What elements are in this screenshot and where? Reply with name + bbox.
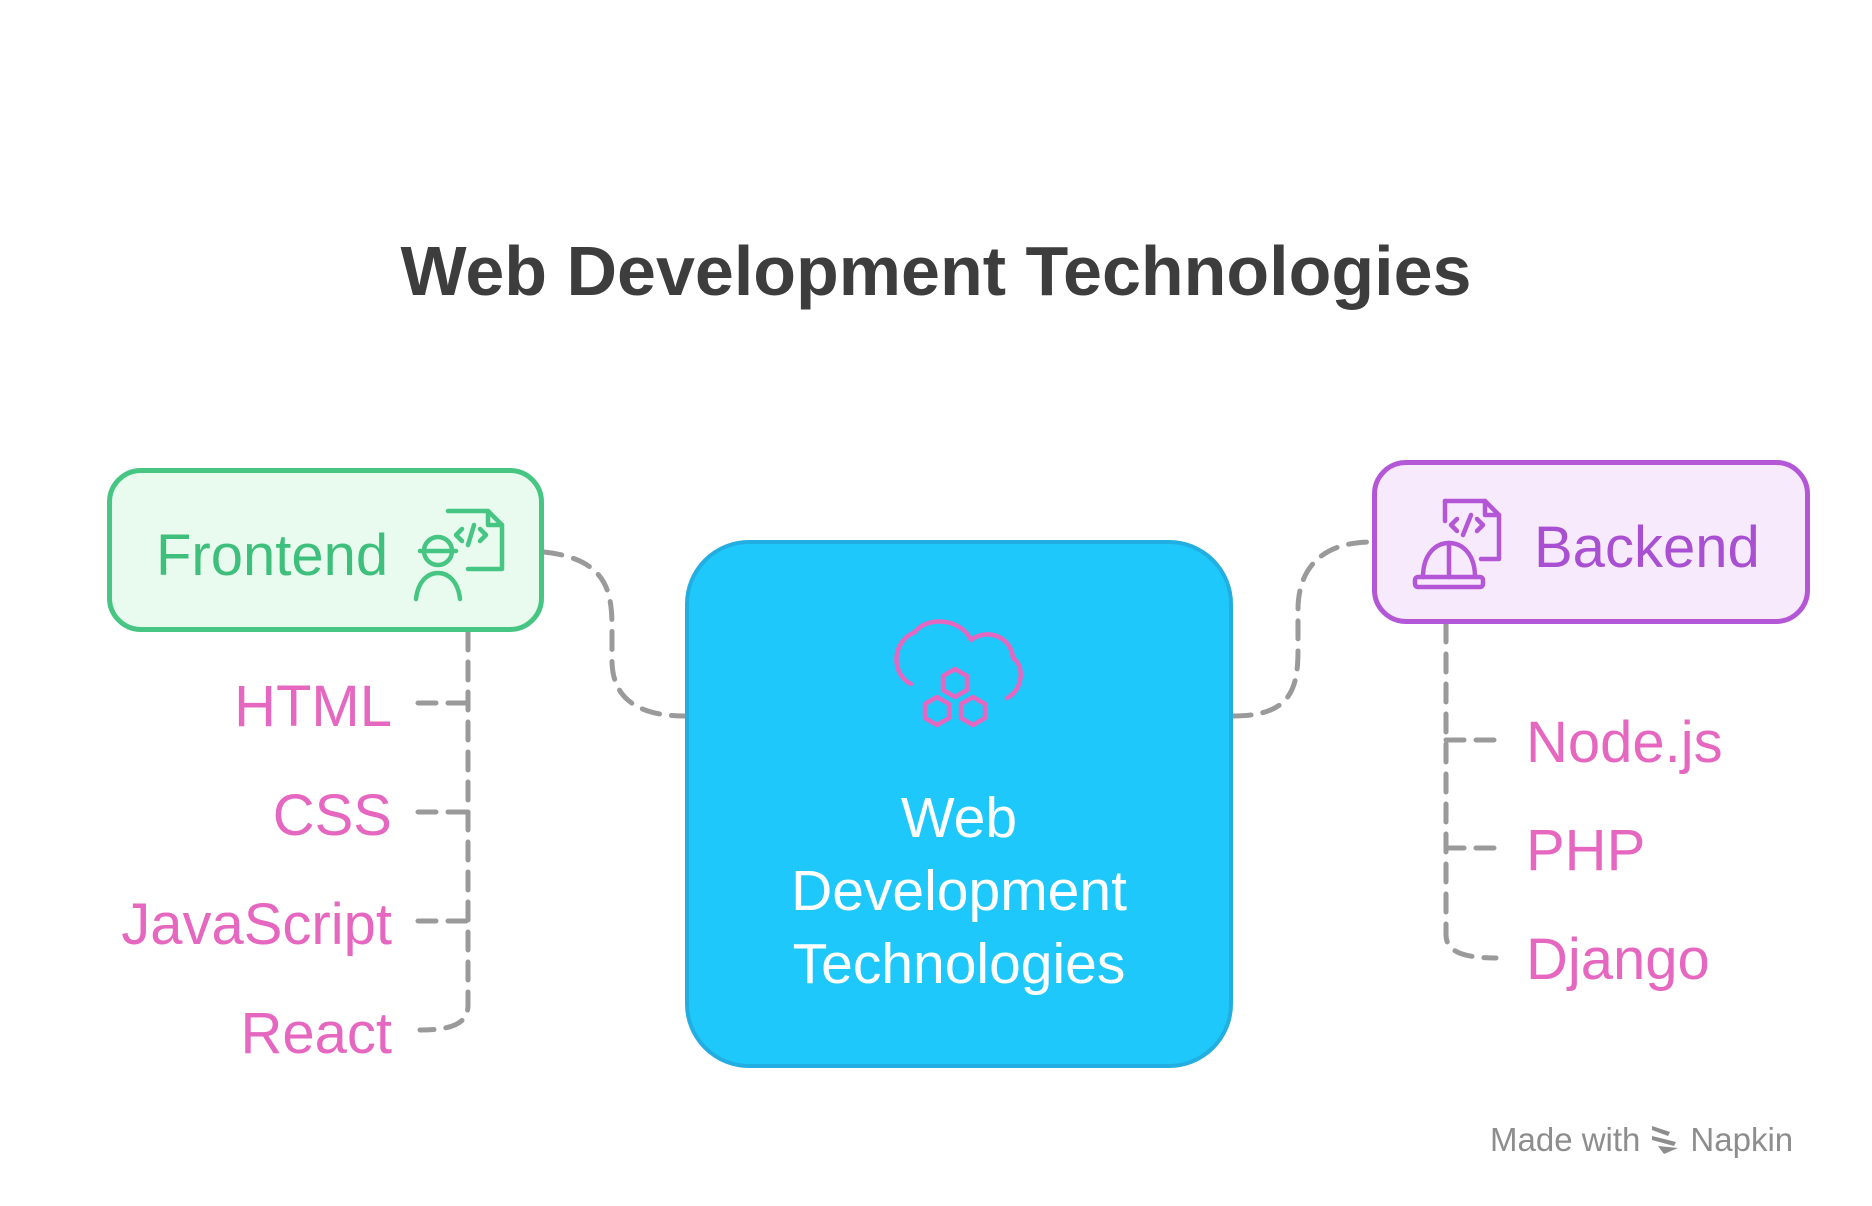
- leaf-nodejs: Node.js: [1526, 710, 1723, 775]
- frontend-label: Frontend: [156, 523, 389, 588]
- backend-node: Backend: [1372, 460, 1810, 624]
- connector-center-backend: [1230, 539, 1375, 719]
- connector-backend-spine: [1443, 621, 1499, 961]
- center-label: Web Development Technologies: [689, 782, 1229, 1001]
- diagram-title: Web Development Technologies: [400, 232, 1472, 310]
- developer-code-icon: [413, 508, 505, 602]
- hardhat-code-icon: [1412, 498, 1502, 590]
- leaf-html: HTML: [234, 674, 392, 739]
- center-node: Web Development Technologies: [685, 540, 1233, 1068]
- leaf-css: CSS: [272, 783, 392, 848]
- credit-brand: Napkin: [1690, 1121, 1794, 1158]
- leaf-php: PHP: [1526, 818, 1646, 883]
- center-label-line: Development: [791, 859, 1127, 923]
- connector-frontend-spine: [417, 629, 471, 1033]
- leaf-react: React: [240, 1001, 392, 1066]
- credit-prefix: Made with: [1490, 1121, 1641, 1158]
- leaf-django: Django: [1526, 927, 1710, 992]
- cloud-hexagons-icon: [894, 619, 1023, 728]
- frontend-node: Frontend: [107, 468, 544, 632]
- leaf-javascript: JavaScript: [121, 892, 392, 957]
- center-label-line: Technologies: [792, 932, 1126, 996]
- center-label-line: Web: [900, 786, 1018, 850]
- credit: Made with Napkin: [1490, 1123, 1793, 1156]
- napkin-logo-icon: [1652, 1125, 1679, 1154]
- connector-frontend-center: [541, 549, 688, 719]
- backend-label: Backend: [1534, 515, 1760, 580]
